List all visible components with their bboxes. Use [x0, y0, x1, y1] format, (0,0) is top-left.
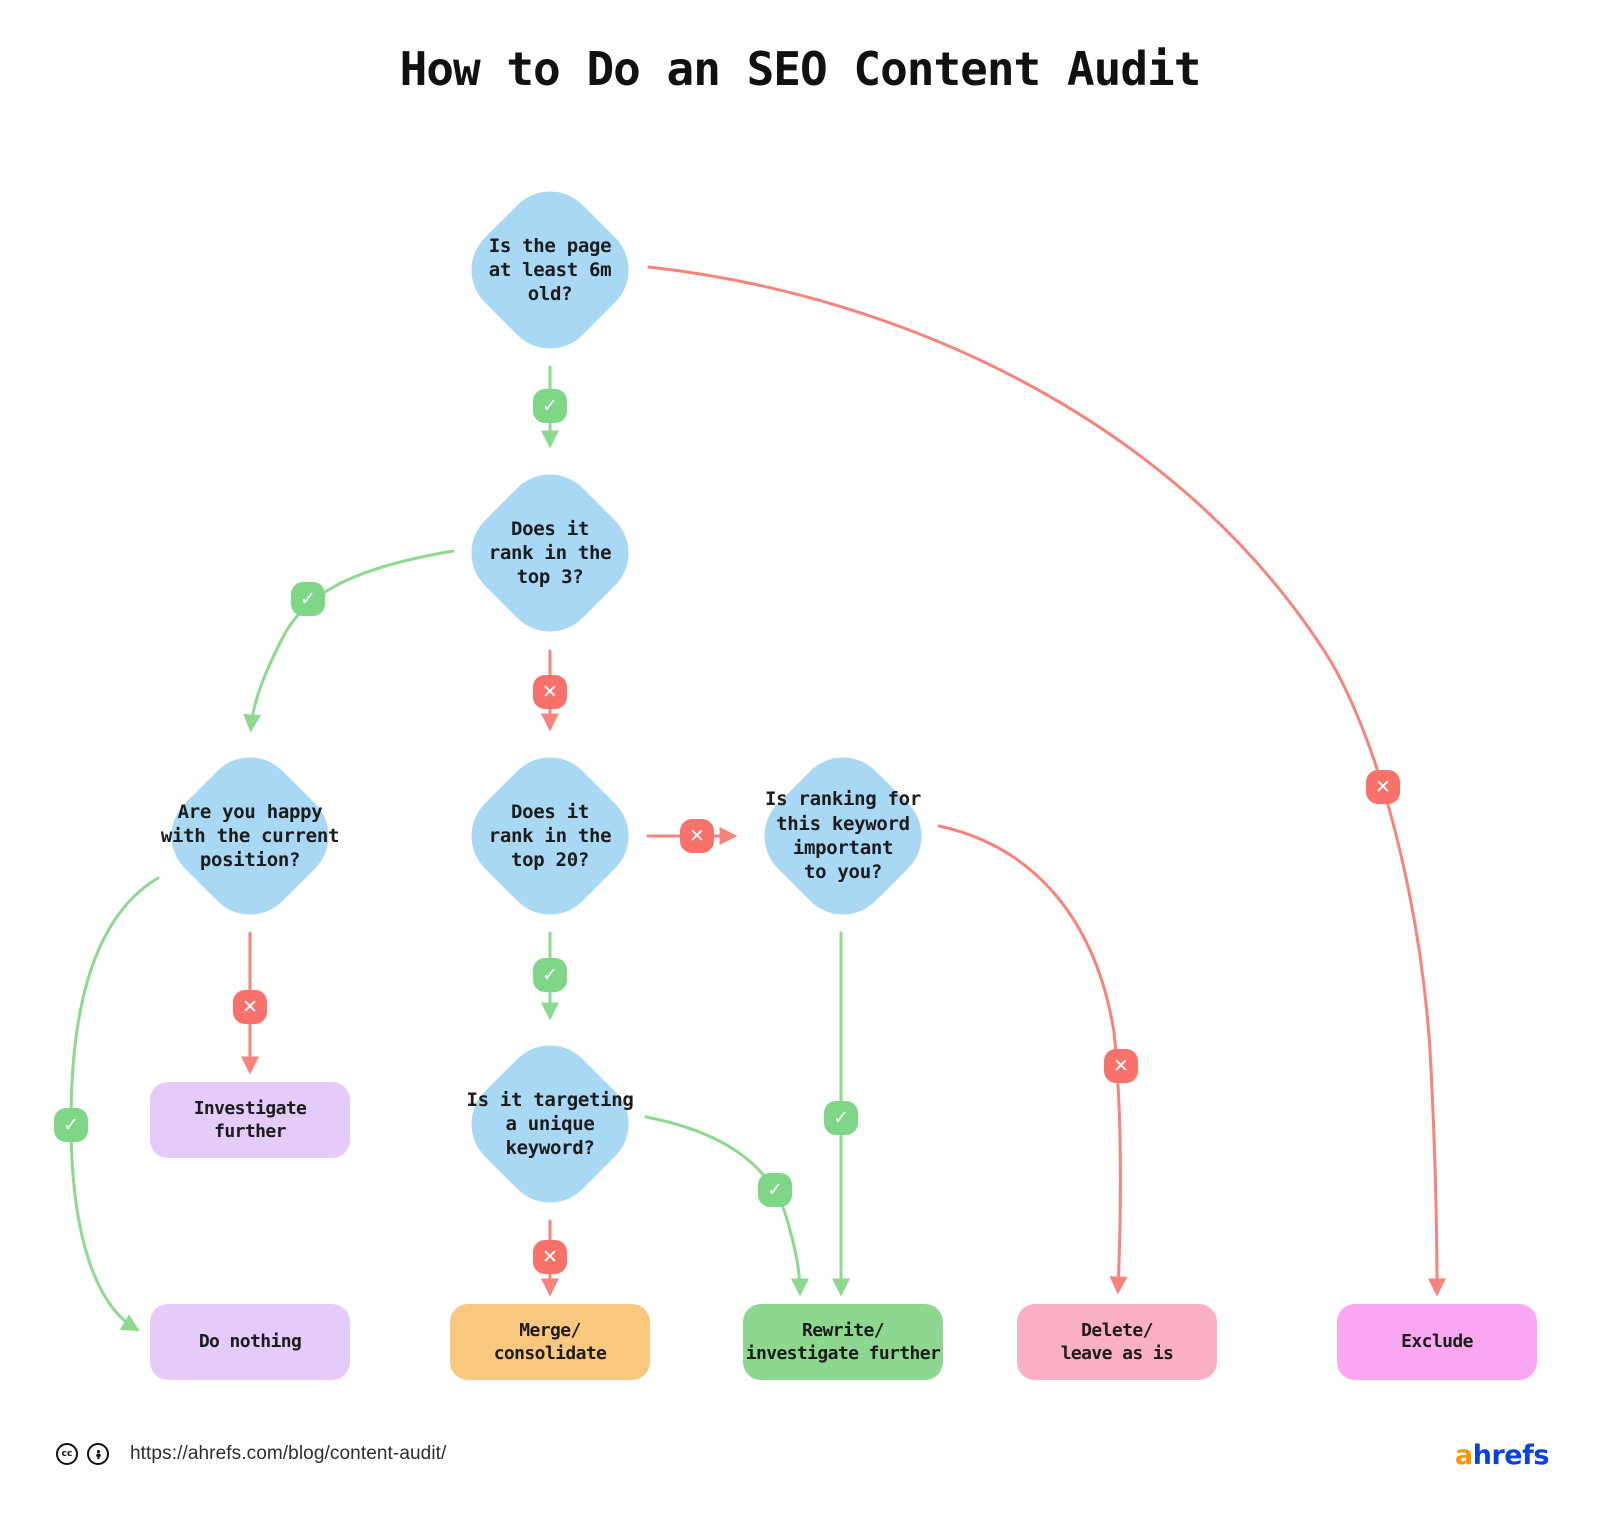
check-icon: ✓	[54, 1108, 88, 1142]
ahrefs-logo-a: a	[1455, 1440, 1473, 1471]
node-happy-position-label: Are you happy with the current position?	[160, 800, 340, 872]
node-rank-top20-label: Does it rank in the top 20?	[488, 800, 612, 872]
ahrefs-logo: ahrefs	[1455, 1440, 1549, 1471]
check-icon: ✓	[758, 1173, 792, 1207]
edge-yes-happy-position-to-do-nothing	[69, 876, 160, 1332]
edge-yes-rank-top3-to-happy-position	[243, 549, 455, 733]
node-rank-top3: Does it rank in the top 3?	[450, 453, 650, 653]
result-exclude: Exclude	[1337, 1304, 1537, 1380]
check-icon: ✓	[533, 389, 567, 423]
cross-icon: ✕	[1104, 1049, 1138, 1083]
cross-icon: ✕	[680, 819, 714, 853]
result-do-nothing: Do nothing	[150, 1304, 350, 1380]
check-icon: ✓	[291, 582, 325, 616]
result-merge-consolidate: Merge/ consolidate	[450, 1304, 650, 1380]
node-happy-position: Are you happy with the current position?	[150, 736, 350, 936]
result-investigate-further: Investigate further	[150, 1082, 350, 1158]
node-page-age-label: Is the page at least 6m old?	[488, 234, 612, 306]
result-delete-leave-as-is: Delete/ leave as is	[1017, 1304, 1217, 1380]
cross-icon: ✕	[533, 1240, 567, 1274]
edge-no-keyword-important-to-delete	[937, 824, 1128, 1295]
person-glyph	[95, 1449, 101, 1459]
cross-icon: ✕	[233, 990, 267, 1024]
node-page-age: Is the page at least 6m old?	[450, 170, 650, 370]
node-keyword-important-label: Is ranking for this keyword important to…	[765, 788, 921, 884]
node-keyword-important: Is ranking for this keyword important to…	[743, 736, 943, 936]
page-title: How to Do an SEO Content Audit	[399, 42, 1202, 96]
ahrefs-logo-hrefs: hrefs	[1472, 1440, 1550, 1471]
attribution-person-icon	[87, 1443, 109, 1465]
creative-commons-icon: cc	[56, 1443, 78, 1465]
node-rank-top3-label: Does it rank in the top 3?	[488, 517, 612, 589]
edge-no-page-age-to-exclude	[647, 265, 1446, 1297]
cross-icon: ✕	[533, 675, 567, 709]
cross-icon: ✕	[1366, 770, 1400, 804]
check-icon: ✓	[824, 1101, 858, 1135]
source-url: https://ahrefs.com/blog/content-audit/	[130, 1443, 447, 1464]
node-unique-keyword: Is it targeting a unique keyword?	[450, 1024, 650, 1224]
footer: cc https://ahrefs.com/blog/content-audit…	[56, 1442, 446, 1466]
node-unique-keyword-label: Is it targeting a unique keyword?	[466, 1088, 634, 1160]
result-rewrite-investigate: Rewrite/ investigate further	[743, 1304, 943, 1380]
check-icon: ✓	[533, 958, 567, 992]
node-rank-top20: Does it rank in the top 20?	[450, 736, 650, 936]
